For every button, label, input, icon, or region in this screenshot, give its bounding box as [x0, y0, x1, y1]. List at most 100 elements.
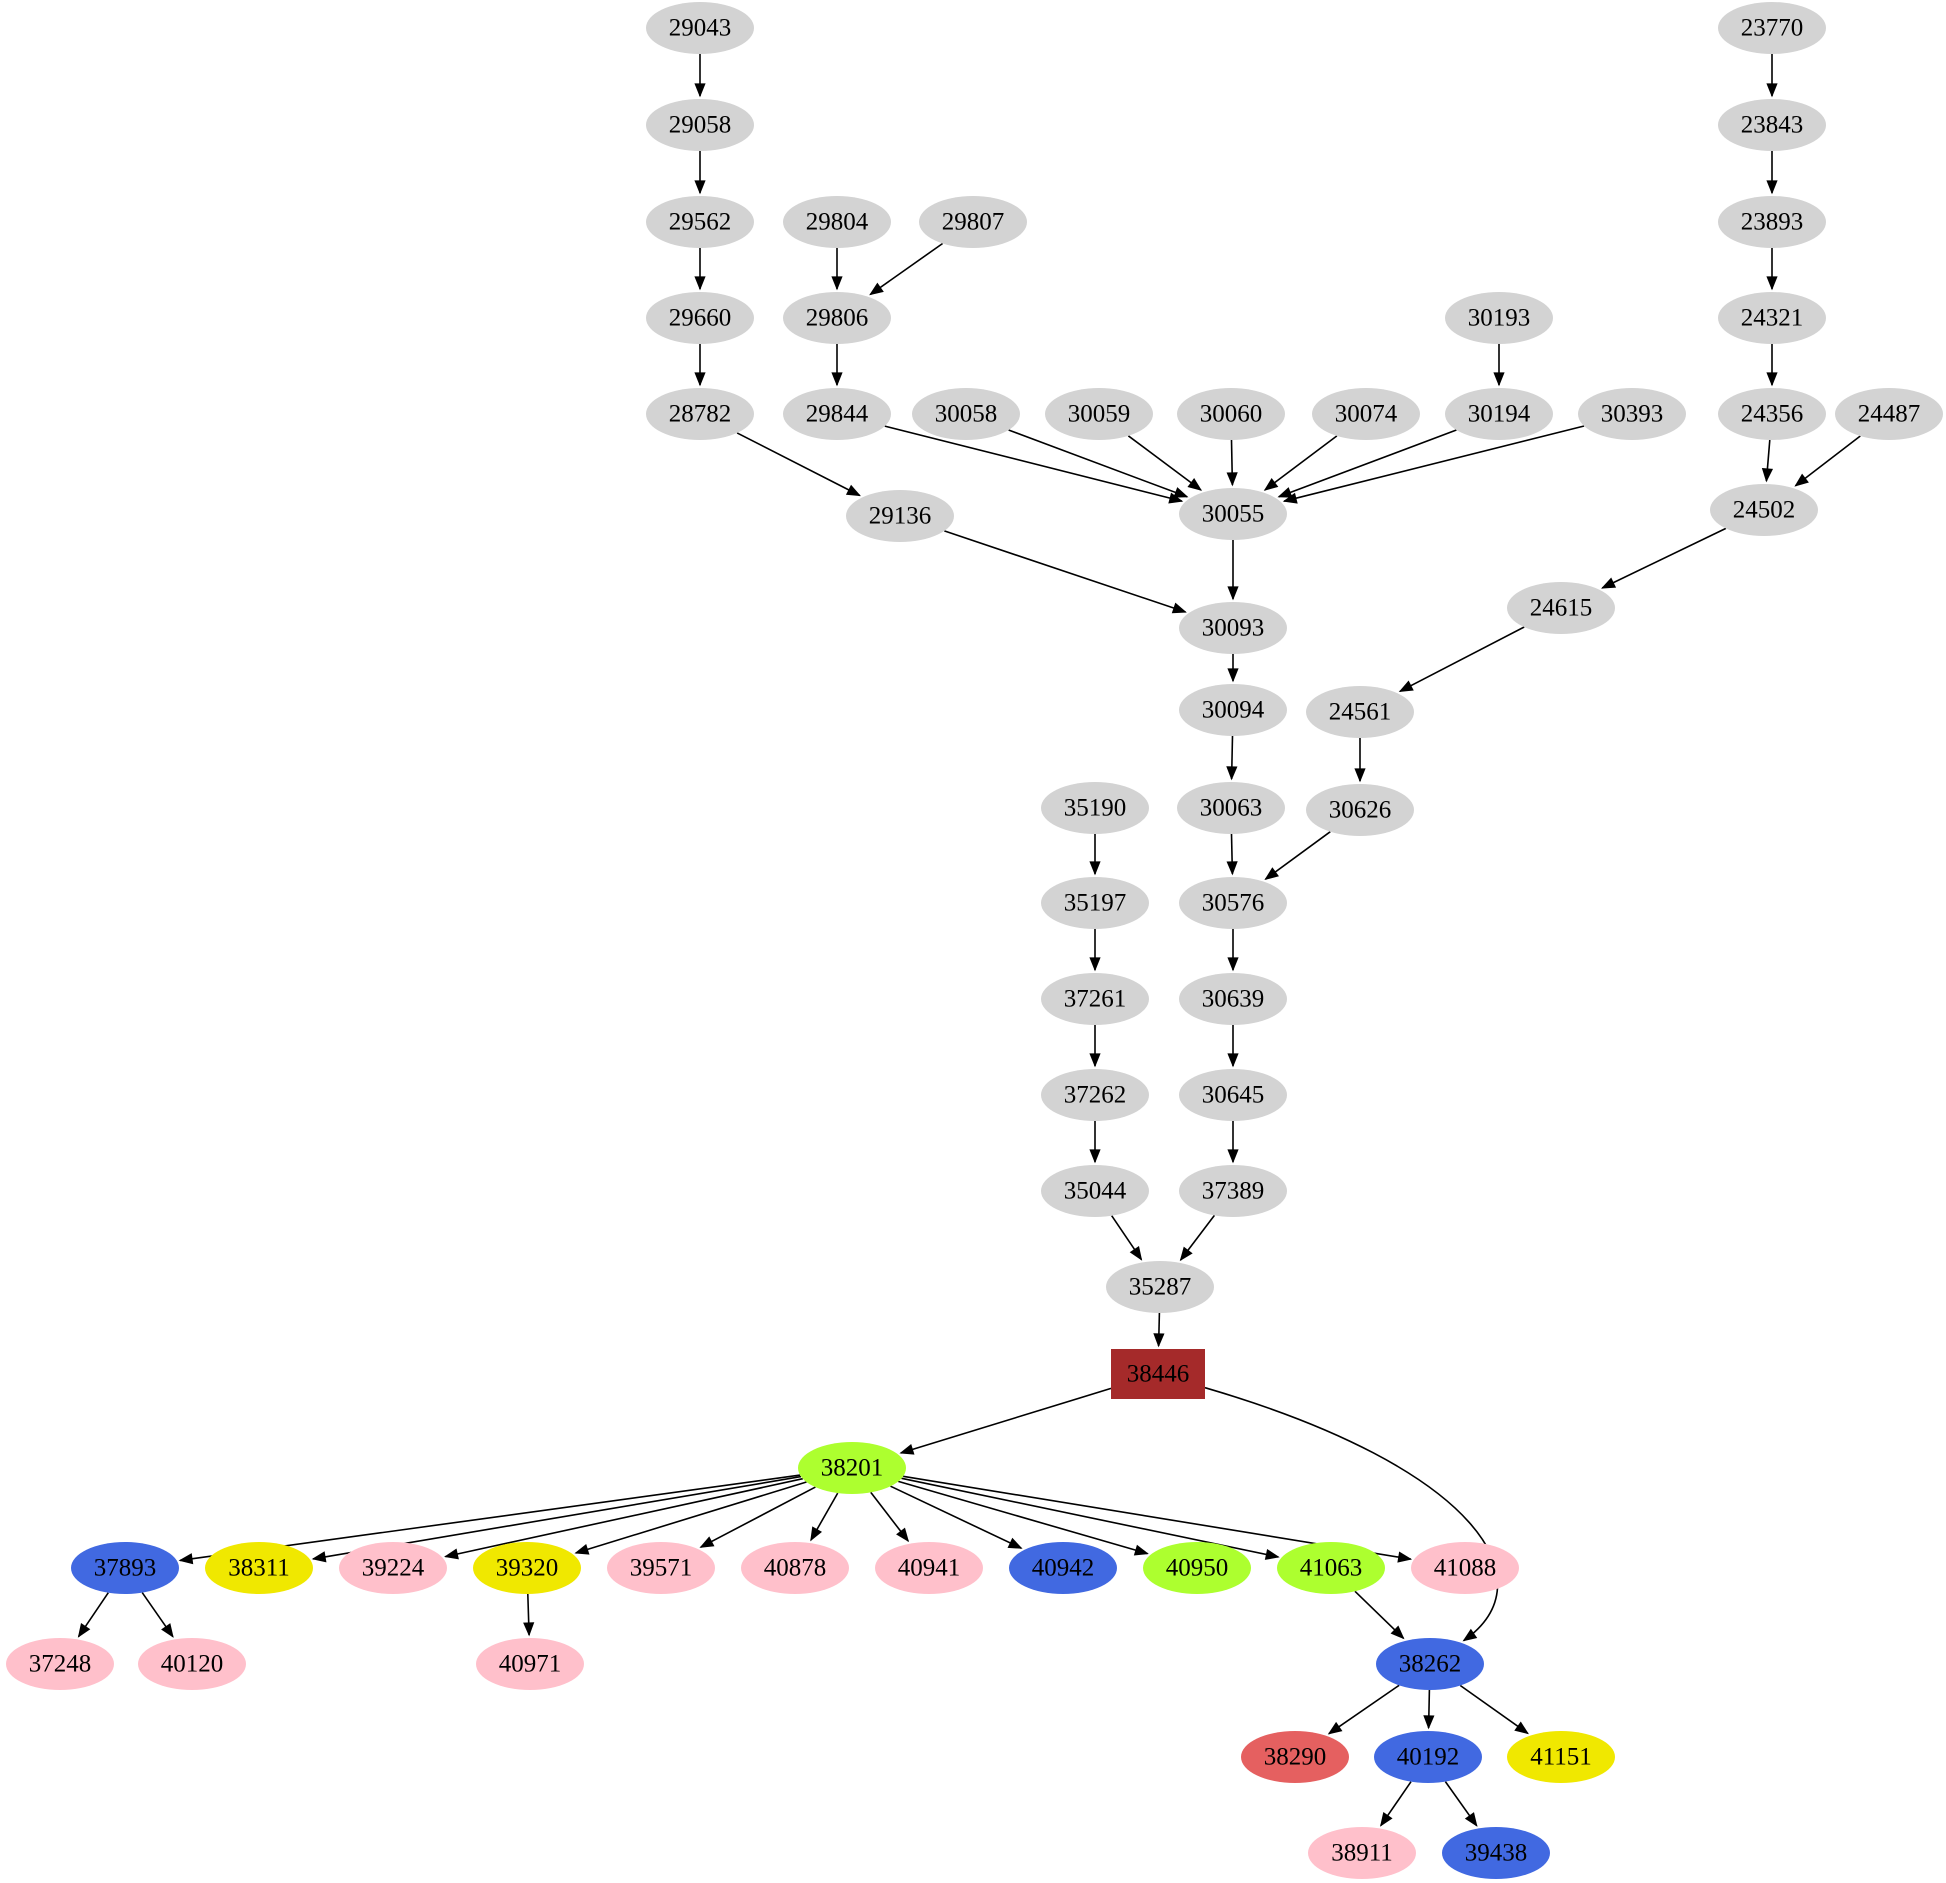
- node-label: 24321: [1741, 305, 1804, 332]
- node-label: 38311: [228, 1555, 290, 1582]
- node-shape-ellipse: [1578, 388, 1686, 440]
- edge-30059-30055: [1127, 435, 1203, 491]
- node-24561: 24561: [1306, 686, 1414, 738]
- node-29806: 29806: [783, 292, 891, 344]
- node-label: 40971: [499, 1651, 562, 1678]
- node-shape-ellipse: [1445, 292, 1553, 344]
- node-29804: 29804: [783, 196, 891, 248]
- node-37248: 37248: [6, 1638, 114, 1690]
- node-shape-ellipse: [473, 1542, 581, 1594]
- node-shape-ellipse: [607, 1542, 715, 1594]
- node-label: 30194: [1468, 401, 1531, 428]
- node-30074: 30074: [1312, 388, 1420, 440]
- node-38290: 38290: [1241, 1731, 1349, 1783]
- node-shape-box: [1111, 1349, 1205, 1399]
- node-label: 29562: [669, 209, 732, 236]
- node-label: 38262: [1399, 1651, 1462, 1678]
- node-39438: 39438: [1442, 1827, 1550, 1879]
- node-shape-ellipse: [1009, 1542, 1117, 1594]
- node-shape-ellipse: [6, 1638, 114, 1690]
- node-40120: 40120: [138, 1638, 246, 1690]
- node-shape-ellipse: [1376, 1638, 1484, 1690]
- edge-37893-40120: [141, 1592, 174, 1638]
- edge-35287-38446: [1153, 1312, 1165, 1348]
- edge-41063-38262: [1354, 1590, 1405, 1640]
- node-label: 30639: [1202, 986, 1265, 1013]
- edge-28782-29136: [736, 432, 861, 497]
- node-40950: 40950: [1143, 1542, 1251, 1594]
- edge-39320-40971: [523, 1593, 535, 1637]
- node-shape-ellipse: [1718, 292, 1826, 344]
- node-30639: 30639: [1179, 973, 1287, 1025]
- node-23893: 23893: [1718, 196, 1826, 248]
- node-37389: 37389: [1179, 1165, 1287, 1217]
- node-shape-ellipse: [1306, 784, 1414, 836]
- node-shape-ellipse: [798, 1442, 906, 1494]
- node-29660: 29660: [646, 292, 754, 344]
- node-shape-ellipse: [646, 196, 754, 248]
- edge-38201-39224: [444, 1477, 803, 1560]
- node-shape-ellipse: [912, 388, 1020, 440]
- node-40971: 40971: [476, 1638, 584, 1690]
- node-23770: 23770: [1718, 2, 1826, 54]
- node-shape-ellipse: [646, 292, 754, 344]
- node-label: 30063: [1200, 795, 1263, 822]
- node-label: 38911: [1331, 1840, 1393, 1867]
- node-shape-ellipse: [646, 388, 754, 440]
- node-label: 38446: [1127, 1361, 1190, 1388]
- edge-29807-29806: [869, 242, 944, 296]
- node-shape-ellipse: [1718, 388, 1826, 440]
- node-shape-ellipse: [1177, 782, 1285, 834]
- node-37893: 37893: [71, 1542, 179, 1594]
- edge-38201-40950: [898, 1480, 1149, 1556]
- node-label: 24356: [1741, 401, 1804, 428]
- edge-38262-40192: [1423, 1689, 1435, 1730]
- edge-30194-30055: [1277, 429, 1457, 498]
- node-shape-ellipse: [1143, 1542, 1251, 1594]
- node-shape-ellipse: [1045, 388, 1153, 440]
- node-38446: 38446: [1111, 1349, 1205, 1399]
- node-shape-ellipse: [205, 1542, 313, 1594]
- node-29043: 29043: [646, 2, 754, 54]
- node-shape-ellipse: [846, 490, 954, 542]
- node-label: 37248: [29, 1651, 92, 1678]
- node-29844: 29844: [783, 388, 891, 440]
- edge-40192-39438: [1444, 1781, 1478, 1827]
- node-label: 29844: [806, 401, 869, 428]
- edge-30626-30576: [1264, 831, 1331, 881]
- edge-30060-30055: [1226, 439, 1238, 487]
- edge-38201-40878: [810, 1492, 839, 1542]
- node-label: 30645: [1202, 1082, 1265, 1109]
- node-shape-ellipse: [1179, 1165, 1287, 1217]
- node-label: 40942: [1032, 1555, 1095, 1582]
- node-23843: 23843: [1718, 99, 1826, 151]
- node-38262: 38262: [1376, 1638, 1484, 1690]
- node-label: 29806: [806, 305, 869, 332]
- edge-38446-38262: [1204, 1386, 1499, 1642]
- node-label: 29804: [806, 209, 869, 236]
- node-label: 30626: [1329, 797, 1392, 824]
- node-29562: 29562: [646, 196, 754, 248]
- node-shape-ellipse: [1507, 582, 1615, 634]
- node-shape-ellipse: [1179, 684, 1287, 736]
- node-35197: 35197: [1041, 877, 1149, 929]
- edge-40192-38911: [1380, 1781, 1412, 1827]
- node-label: 37261: [1064, 986, 1127, 1013]
- node-label: 30094: [1202, 697, 1265, 724]
- node-label: 41088: [1434, 1555, 1497, 1582]
- node-40192: 40192: [1374, 1731, 1482, 1783]
- node-shape-ellipse: [1041, 782, 1149, 834]
- node-label: 24487: [1858, 401, 1921, 428]
- node-shape-ellipse: [1179, 973, 1287, 1025]
- node-39224: 39224: [339, 1542, 447, 1594]
- node-label: 39438: [1465, 1840, 1528, 1867]
- node-shape-ellipse: [783, 292, 891, 344]
- node-24615: 24615: [1507, 582, 1615, 634]
- node-label: 35287: [1129, 1274, 1192, 1301]
- node-41088: 41088: [1411, 1542, 1519, 1594]
- node-label: 38201: [821, 1455, 884, 1482]
- node-label: 24561: [1329, 699, 1392, 726]
